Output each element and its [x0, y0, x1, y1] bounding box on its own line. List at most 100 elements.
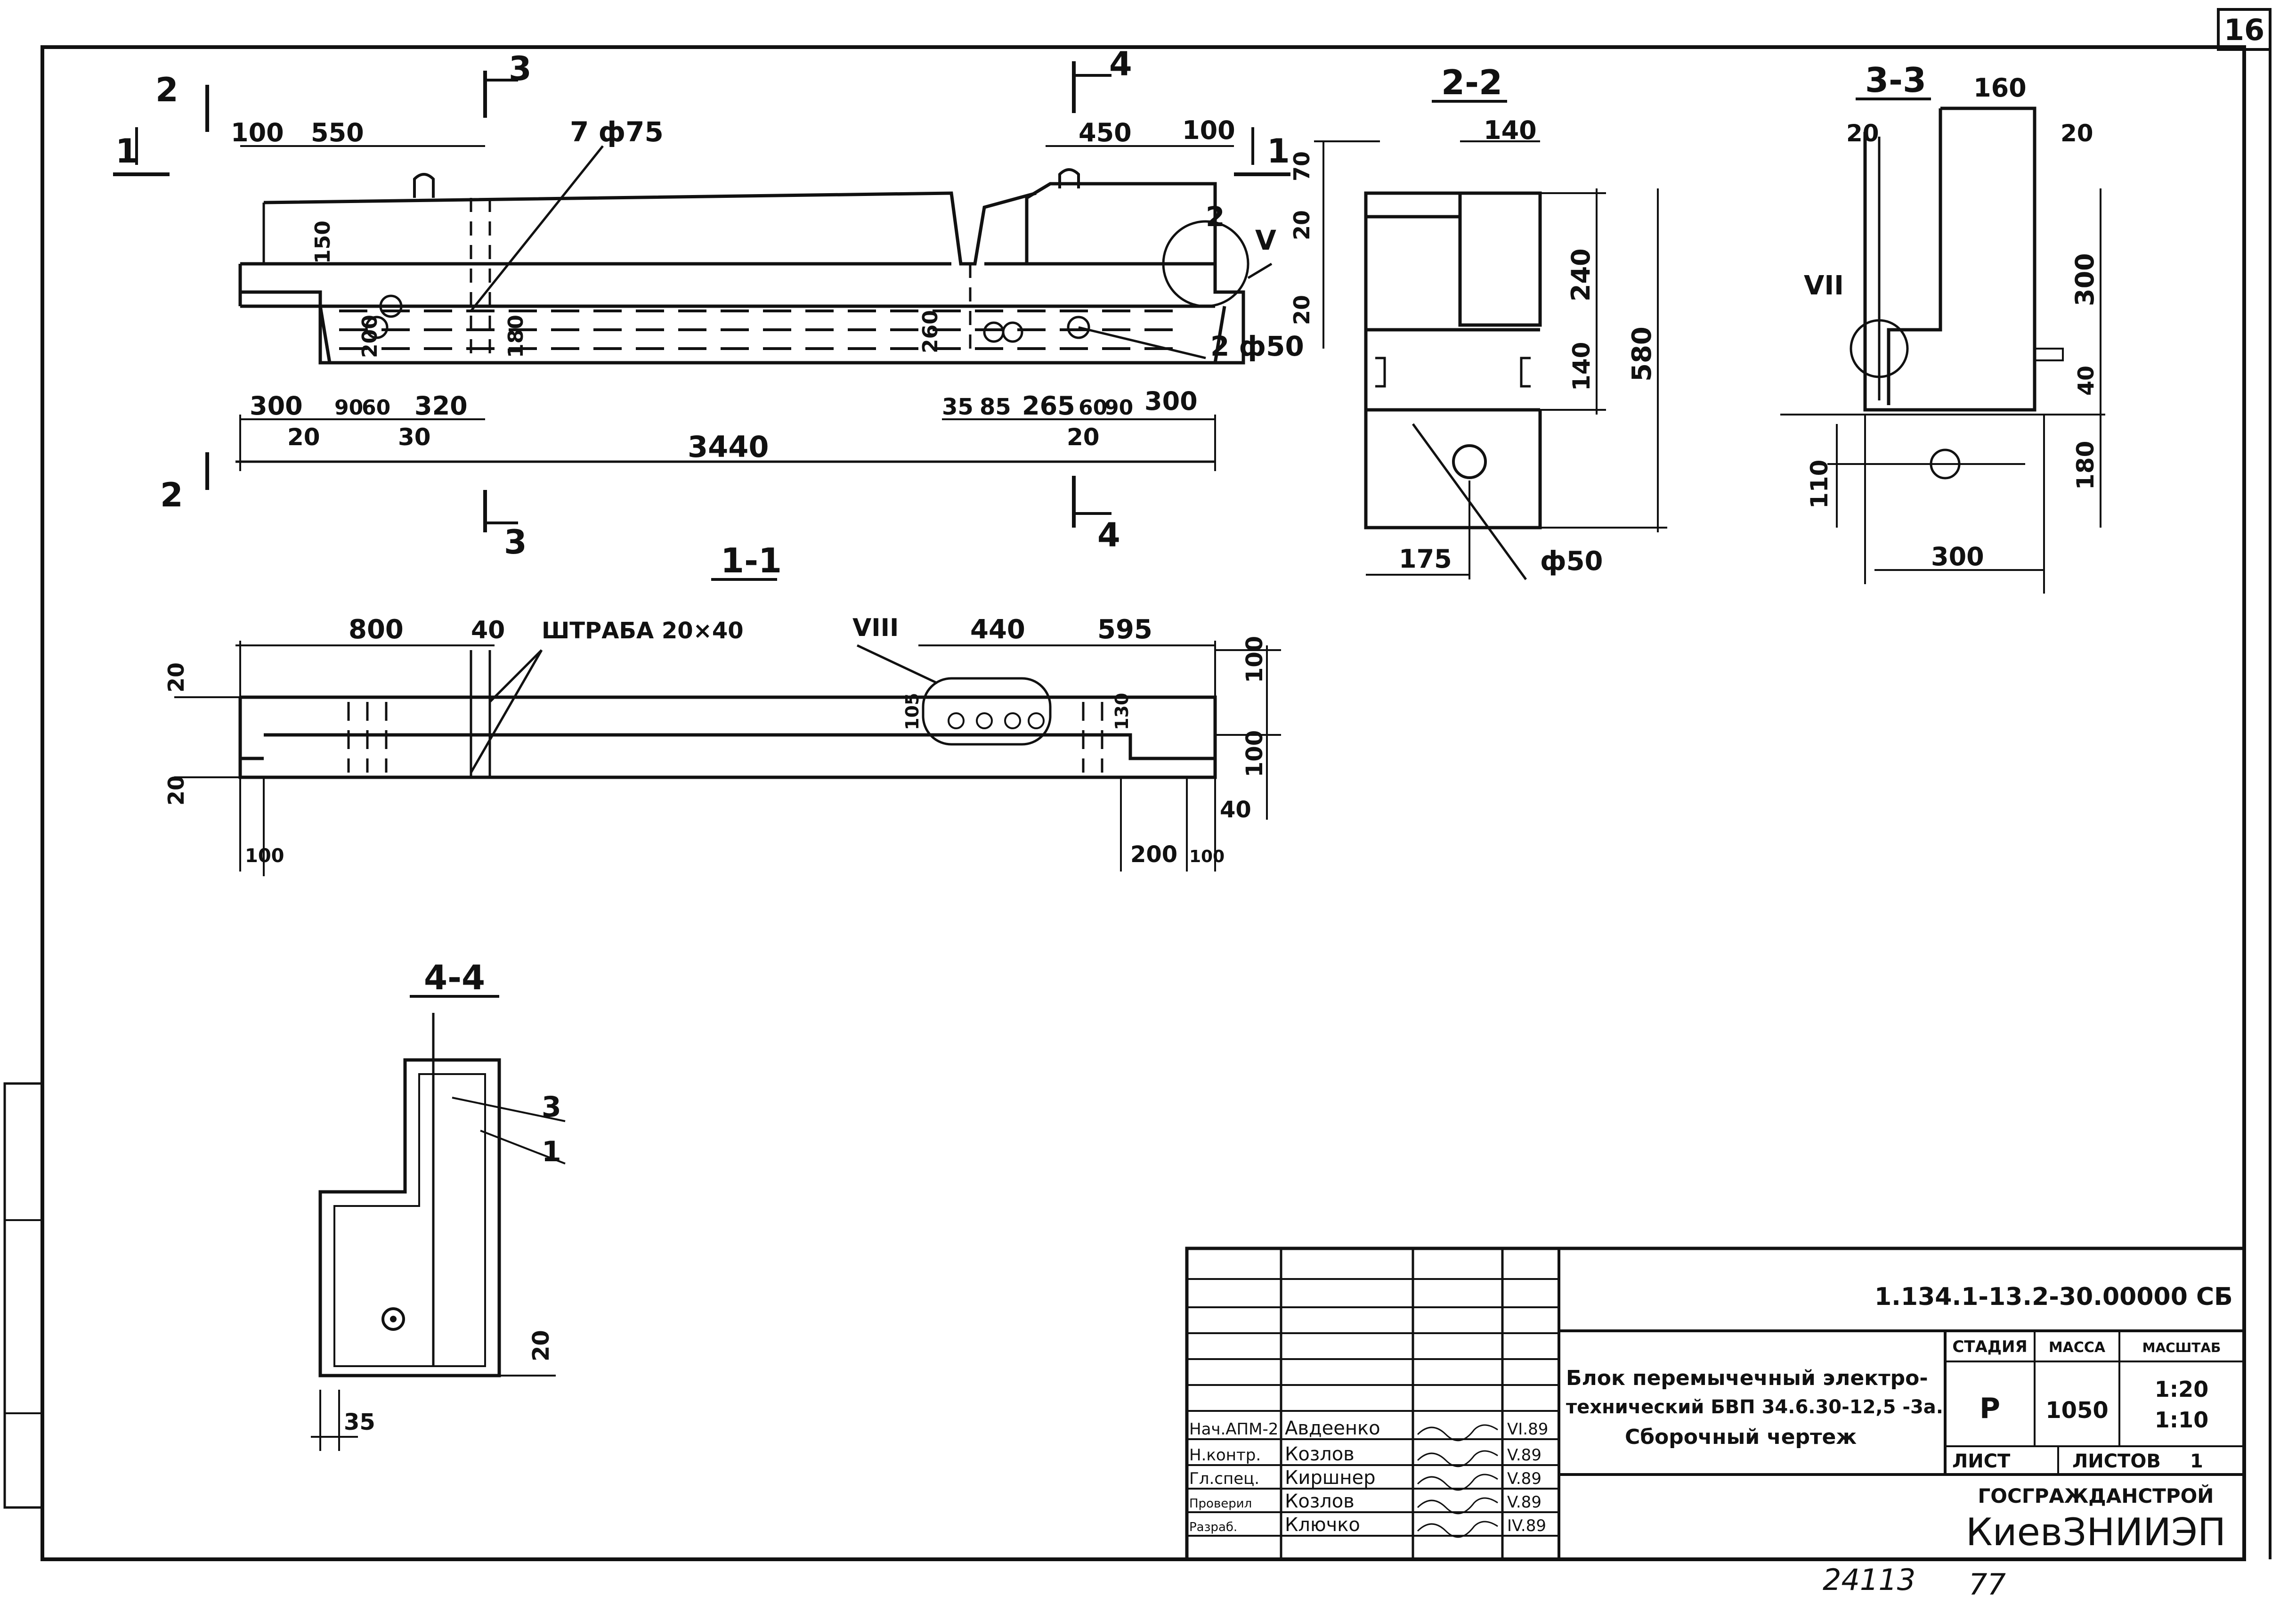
dim-70: 70: [1289, 151, 1314, 181]
sheets-count: 1: [2190, 1450, 2203, 1472]
dim-100-top-right: 100: [1241, 636, 1268, 683]
sheet-label: ЛИСТ: [1952, 1450, 2011, 1472]
mass-header: МАССА: [2049, 1339, 2106, 1356]
signature-mark: [1417, 1474, 1498, 1491]
dim-300-side: 300: [2070, 253, 2100, 306]
dim-7f75: 7 ф75: [570, 116, 664, 148]
signature-mark: [1417, 1521, 1498, 1538]
mark-1-right: 1: [1267, 132, 1290, 171]
signature-row: Проверил Козлов V.89: [1189, 1491, 1541, 1515]
dim-100-left-11: 100: [245, 845, 284, 867]
footer-format: 77: [1969, 1567, 2006, 1602]
scale-value-1: 1:20: [2155, 1377, 2208, 1402]
dim-20-b: 20: [1289, 295, 1314, 325]
title-4-4: 4-4: [424, 958, 485, 997]
dim-160: 160: [1973, 73, 2027, 103]
dim-60-left: 60: [362, 396, 390, 420]
dim-440: 440: [970, 614, 1025, 645]
dim-800: 800: [349, 614, 404, 645]
org-name-2: КиевЗНИИЭП: [1966, 1510, 2226, 1554]
dim-100-left: 100: [231, 118, 284, 147]
title-2-2: 2-2: [1441, 63, 1502, 102]
dim-40-right-11: 40: [1220, 797, 1251, 823]
mark-4-top: 4: [1109, 45, 1132, 83]
dim-140-top: 140: [1484, 115, 1537, 145]
callout-2: 2: [1206, 201, 1225, 233]
scale-header: МАСШТАБ: [2142, 1340, 2221, 1355]
main-view-dimensions: 100 550 7 ф75 450 100 150 200 180 260 30…: [231, 115, 1304, 464]
dim-110: 110: [1806, 460, 1833, 509]
dim-300-right: 300: [1144, 386, 1198, 416]
signature-row: Разраб. Ключко IV.89: [1189, 1514, 1546, 1538]
row-date: IV.89: [1507, 1516, 1546, 1535]
dim-3440: 3440: [688, 430, 769, 464]
detail-viii-outline: [922, 677, 1052, 746]
mark-3-bottom: 3: [504, 523, 527, 562]
dim-450: 450: [1079, 118, 1132, 147]
main-view: [235, 145, 1273, 471]
org-name-1: ГОСГРАЖДАНСТРОЙ: [1978, 1484, 2214, 1507]
dim-20-left-33: 20: [1846, 120, 1879, 147]
dim-580: 580: [1627, 326, 1657, 382]
dim-20-top-11: 20: [163, 662, 189, 693]
row-role: Н.контр.: [1189, 1446, 1261, 1465]
detail-v-circle: [1162, 220, 1249, 308]
sheet-frame: [41, 45, 2246, 1561]
section-4-4: 4-4 3 1 20 35: [311, 958, 566, 1451]
dim-320: 320: [414, 391, 468, 421]
dim-60-right: 60: [1079, 396, 1107, 420]
row-name: Козлов: [1285, 1491, 1355, 1512]
stage-header: СТАДИЯ: [1952, 1337, 2027, 1356]
dim-20-a: 20: [1289, 210, 1314, 240]
row-name: Киршнер: [1285, 1467, 1376, 1489]
section-1-1: 1-1 800 40 ШТРАБА 20×40 VIII 440 595 20 …: [163, 541, 1281, 876]
signature-mark: [1417, 1497, 1498, 1515]
dim-90-right: 90: [1104, 396, 1133, 420]
footer-number: 24113: [1823, 1563, 1915, 1597]
mark-2-top: 2: [155, 71, 178, 109]
dim-20-44: 20: [528, 1330, 554, 1361]
signature-row: Нач.АПМ-2 Авдеенко VI.89: [1189, 1418, 1548, 1442]
stage-value: Р: [1980, 1392, 2000, 1425]
dim-40-11: 40: [471, 616, 505, 644]
dim-180-33: 180: [2072, 441, 2099, 490]
title-line-3: Сборочный чертеж: [1625, 1425, 1857, 1449]
dim-20-right-33: 20: [2061, 120, 2093, 147]
dim-200: 200: [358, 315, 382, 358]
dim-30: 30: [398, 424, 431, 451]
row-date: V.89: [1507, 1469, 1541, 1488]
dim-35: 35: [942, 394, 974, 420]
mass-value: 1050: [2045, 1397, 2109, 1424]
callout-3-44: 3: [542, 1091, 561, 1124]
row-date: VI.89: [1507, 1420, 1548, 1439]
dim-35-44: 35: [344, 1409, 375, 1435]
dim-260: 260: [918, 310, 942, 353]
callout-1-44: 1: [542, 1135, 561, 1168]
row-role: Разраб.: [1189, 1520, 1237, 1534]
mark-2-bottom: 2: [160, 476, 183, 514]
dim-20-left: 20: [287, 424, 320, 451]
title-block: 1.134.1-13.2-30.00000 СБ Блок перемычечн…: [1185, 1247, 2246, 1561]
dim-100-right: 100: [1182, 115, 1235, 145]
sheets-label: ЛИСТОВ: [2072, 1450, 2161, 1472]
dim-550: 550: [311, 118, 364, 147]
title-3-3: 3-3: [1865, 60, 1926, 100]
dim-85: 85: [980, 394, 1011, 420]
row-name: Ключко: [1285, 1514, 1360, 1536]
dim-265: 265: [1022, 391, 1075, 421]
dim-20-bottom-11: 20: [163, 775, 189, 806]
title-line-1: Блок перемычечный электро-: [1566, 1366, 1928, 1390]
signature-row: Н.контр. Козлов V.89: [1189, 1443, 1541, 1467]
mark-1-left: 1: [115, 132, 138, 171]
section-3-3: 3-3 160 20 20 300 VII 40 180 110 300: [1780, 60, 2105, 594]
mark-3-top: 3: [509, 49, 532, 88]
dim-175: 175: [1399, 544, 1452, 574]
row-role: Нач.АПМ-2: [1189, 1420, 1278, 1439]
dim-100-bottom-right: 100: [1189, 847, 1225, 866]
dim-90: 90: [334, 396, 363, 420]
dim-100-mid-right: 100: [1241, 730, 1268, 777]
dim-180: 180: [504, 315, 528, 358]
signature-mark: [1417, 1424, 1498, 1442]
title-line-2: технический БВП 34.6.30-12,5 -3а.: [1566, 1396, 1943, 1418]
